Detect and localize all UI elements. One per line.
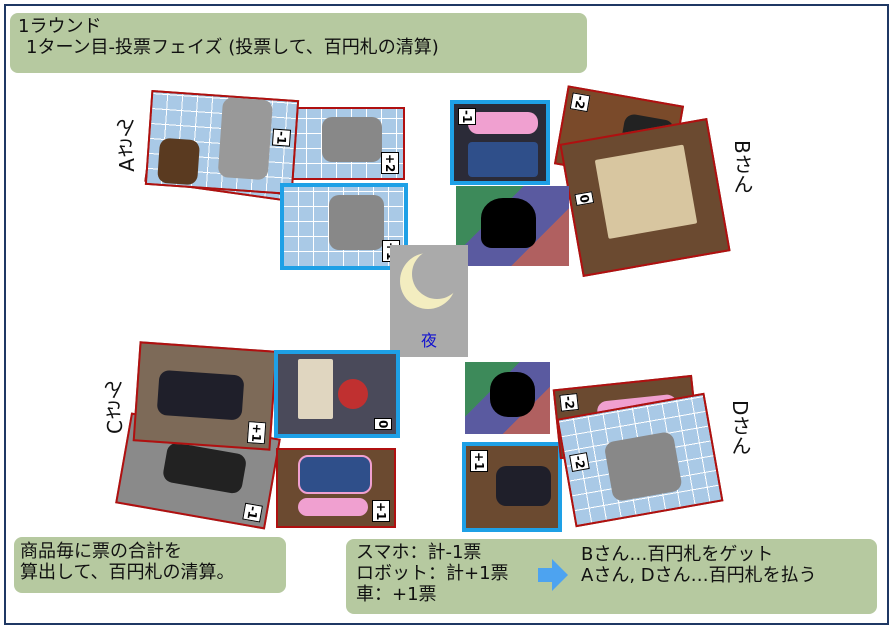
card-a-robot: +2	[290, 107, 405, 180]
vote-number: +1	[470, 450, 488, 473]
result-winner: Bさん…百円札をゲット	[581, 544, 774, 565]
card-b-box: 0	[559, 118, 731, 277]
card-a-robot-front: -1	[144, 89, 300, 196]
note-line-2: 算出して、百円札の清算。	[20, 562, 235, 583]
vote-number: -2	[559, 392, 580, 413]
note-line-1: 商品毎に票の合計を	[20, 541, 182, 562]
night-tile: 夜	[390, 245, 468, 357]
settlement-note: 商品毎に票の合計を 算出して、百円札の清算。	[14, 537, 286, 593]
card-a-robot-selected[interactable]: +1	[280, 183, 408, 270]
card-c-box-selected[interactable]: 0	[274, 350, 400, 438]
vote-number: -1	[242, 502, 264, 523]
night-image-b	[456, 186, 569, 266]
player-a-label: Aさん	[115, 118, 139, 172]
summary-phone: スマホ：計-1票	[356, 542, 482, 563]
header-panel: 1ラウンド 1ターン目-投票フェイズ (投票して、百円札の清算)	[10, 13, 587, 73]
vote-number: -1	[271, 128, 292, 148]
vote-number: +2	[381, 151, 399, 174]
slide-frame	[4, 4, 889, 625]
night-label: 夜	[420, 331, 437, 350]
player-c-label: Cさん	[103, 380, 127, 434]
phase-title: 1ターン目-投票フェイズ (投票して、百円札の清算)	[26, 37, 439, 58]
card-c-car: +1	[132, 341, 278, 451]
vote-number: 0	[374, 417, 392, 430]
summary-robot: ロボット：計+1票	[356, 563, 509, 584]
vote-number: -1	[458, 108, 476, 126]
vote-number: -2	[569, 452, 590, 473]
vote-number: +1	[246, 420, 267, 445]
vote-number: +1	[372, 499, 390, 522]
card-c-phone: +1	[276, 448, 396, 528]
vote-number: -2	[569, 92, 591, 113]
round-title: 1ラウンド	[18, 16, 102, 37]
card-d-car-selected[interactable]: +1	[462, 442, 562, 532]
result-panel: スマホ：計-1票 ロボット：計+1票 車：+1票 Bさん…百円札をゲット Aさん…	[346, 539, 877, 614]
result-payers: Aさん, Dさん…百円札を払う	[581, 565, 817, 586]
player-b-label: Bさん	[730, 140, 754, 194]
night-image-d	[465, 362, 550, 434]
vote-number: 0	[574, 191, 595, 207]
card-b-phone-selected[interactable]: -1	[450, 100, 550, 185]
player-d-label: Dさん	[728, 400, 752, 456]
summary-car: 車：+1票	[356, 584, 437, 605]
